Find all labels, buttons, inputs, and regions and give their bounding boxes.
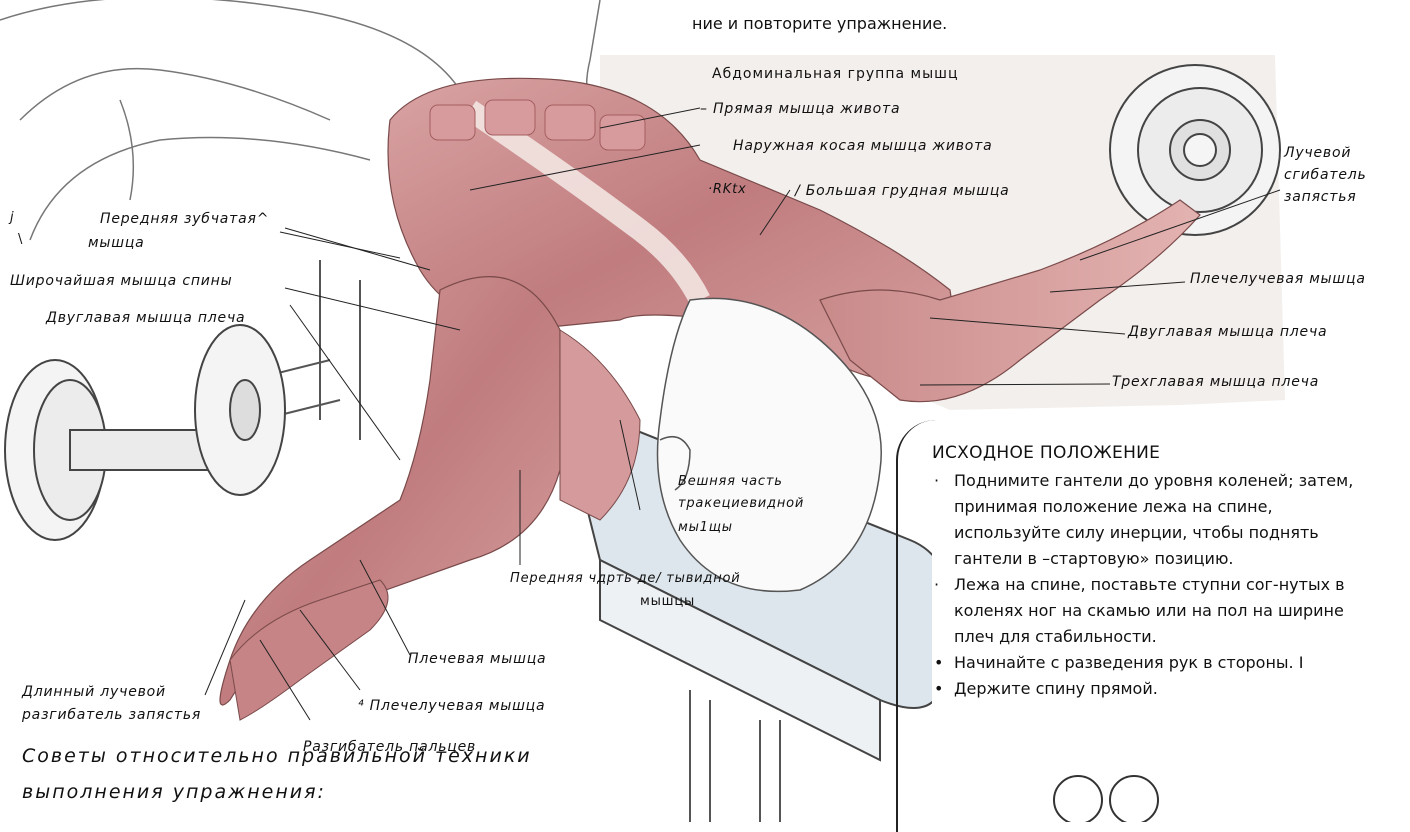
dumbbell-left	[5, 325, 285, 540]
label-brachialis: Плечевая мышца	[408, 650, 546, 668]
label-latissimus: Широчайшая мышца спины	[10, 272, 232, 290]
step-item: • Держите спину прямой.	[932, 676, 1382, 702]
label-serratus: Передняя зубчатая^	[100, 210, 269, 228]
tips-line-2: выполнения упражнения:	[22, 774, 582, 810]
dumbbell-right	[1110, 65, 1280, 235]
label-rktx: ·RKtx	[708, 182, 746, 199]
step-text: Лежа на спине, поставьте ступни сог-нуты…	[954, 575, 1345, 646]
label-biceps-left: Двуглавая мышца плеча	[46, 309, 245, 327]
label-external-oblique: Наружная косая мышца живота	[733, 137, 993, 155]
label-ext-carpi-radialis-1: Длинный лучевой	[22, 683, 166, 701]
step-text: Начинайте с разведения рук в стороны. I	[954, 653, 1303, 672]
label-radial-flexor-3: запястья	[1284, 188, 1357, 206]
step-item: · Поднимите гантели до уровня коленей; з…	[932, 468, 1382, 572]
bullet-icon: •	[934, 650, 943, 676]
label-radial-flexor-1: Лучевой	[1284, 144, 1351, 162]
label-ext-carpi-radialis-2: разгибатель запястья	[22, 706, 201, 724]
label-brachioradialis-left: ⁴ Плечелучевая мышца	[358, 697, 545, 715]
instruction-panel: ИСХОДНОЕ ПОЛОЖЕНИЕ · Поднимите гантели д…	[932, 440, 1382, 706]
step-item: • Начинайте с разведения рук в стороны. …	[932, 650, 1382, 676]
label-trapezius-3: мы1щы	[678, 520, 733, 537]
label-rectus-abdominis: – Прямая мышца живота	[700, 100, 900, 118]
label-serratus-2: мышца	[88, 234, 145, 252]
tips-heading: Советы относительно правильной техники в…	[22, 738, 582, 810]
bullet-icon: •	[934, 676, 943, 702]
label-brachioradialis-right: Плечелучевая мышца	[1190, 270, 1366, 288]
label-trapezius-2: тракециевидной	[678, 496, 804, 513]
tips-line-1: Советы относительно правильной техники	[22, 738, 582, 774]
step-text: Поднимите гантели до уровня коленей; зат…	[954, 471, 1353, 568]
step-text: Держите спину прямой.	[954, 679, 1158, 698]
panel-title: ИСХОДНОЕ ПОЛОЖЕНИЕ	[932, 440, 1382, 466]
label-biceps-right: Двуглавая мышца плеча	[1128, 323, 1327, 341]
label-j-mark: j	[10, 210, 14, 227]
label-trapezius-1: Вешняя часть	[678, 474, 783, 491]
label-front-deltoid: Передняя чдрть де/ тывидной	[510, 571, 741, 588]
label-front-deltoid-2: мышцы	[640, 594, 695, 611]
label-triceps-right: Трехглавая мышца плеча	[1112, 373, 1319, 391]
bullet-icon: ·	[934, 468, 939, 494]
abdominal-group-title: Абдоминальная группа мышц	[712, 66, 958, 82]
label-radial-flexor-2: сгибатель	[1284, 166, 1367, 184]
bullet-icon: ·	[934, 572, 939, 598]
top-note: ние и повторите упражнение.	[692, 14, 947, 33]
label-bar-mark: \	[18, 232, 23, 249]
label-pectoralis-major: / Большая грудная мышца	[795, 182, 1010, 200]
step-item: · Лежа на спине, поставьте ступни сог-ну…	[932, 572, 1382, 650]
